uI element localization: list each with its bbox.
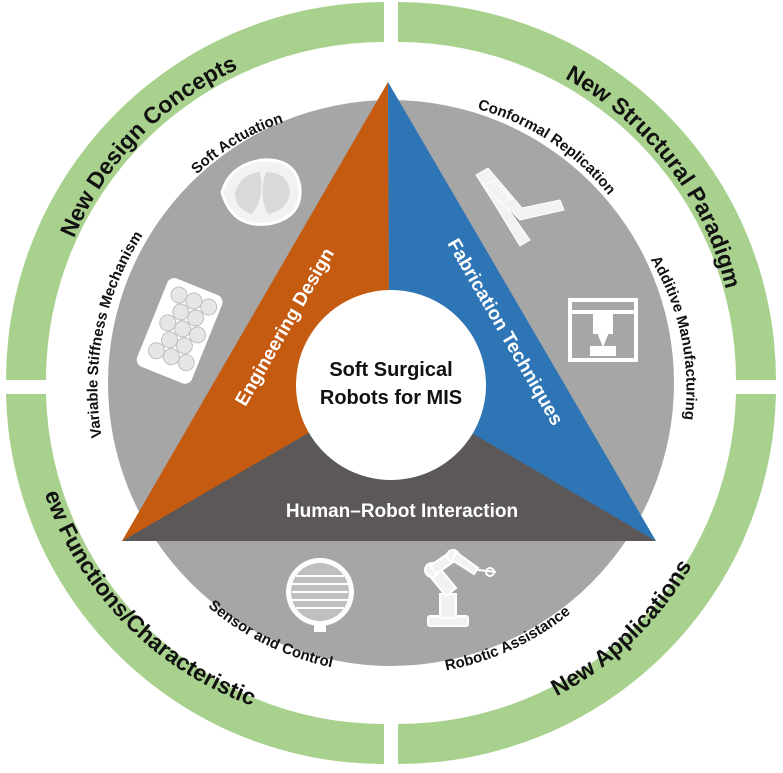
ring-quadrant-bottom-left [6, 394, 384, 764]
ring-quadrant-bottom-right [398, 394, 776, 764]
variable-stiffness-icon [136, 278, 223, 384]
human-robot-interaction-triangle [122, 432, 656, 541]
outer-ring [6, 2, 776, 764]
ring-quadrant-top-right [398, 2, 776, 380]
3d-printer-icon [568, 298, 638, 362]
center-title-line1: Soft Surgical [329, 359, 452, 381]
center-circle [296, 290, 486, 480]
sensor-icon [286, 558, 354, 632]
soft-actuator-icon [220, 158, 302, 226]
robotic-arm-icon [424, 549, 497, 627]
conformal-replication-icon [475, 167, 565, 247]
human-robot-interaction-label: Human–Robot Interaction [286, 501, 518, 522]
ring-quadrant-top-left [6, 2, 384, 380]
center-title-line2: Robots for MIS [320, 387, 462, 409]
